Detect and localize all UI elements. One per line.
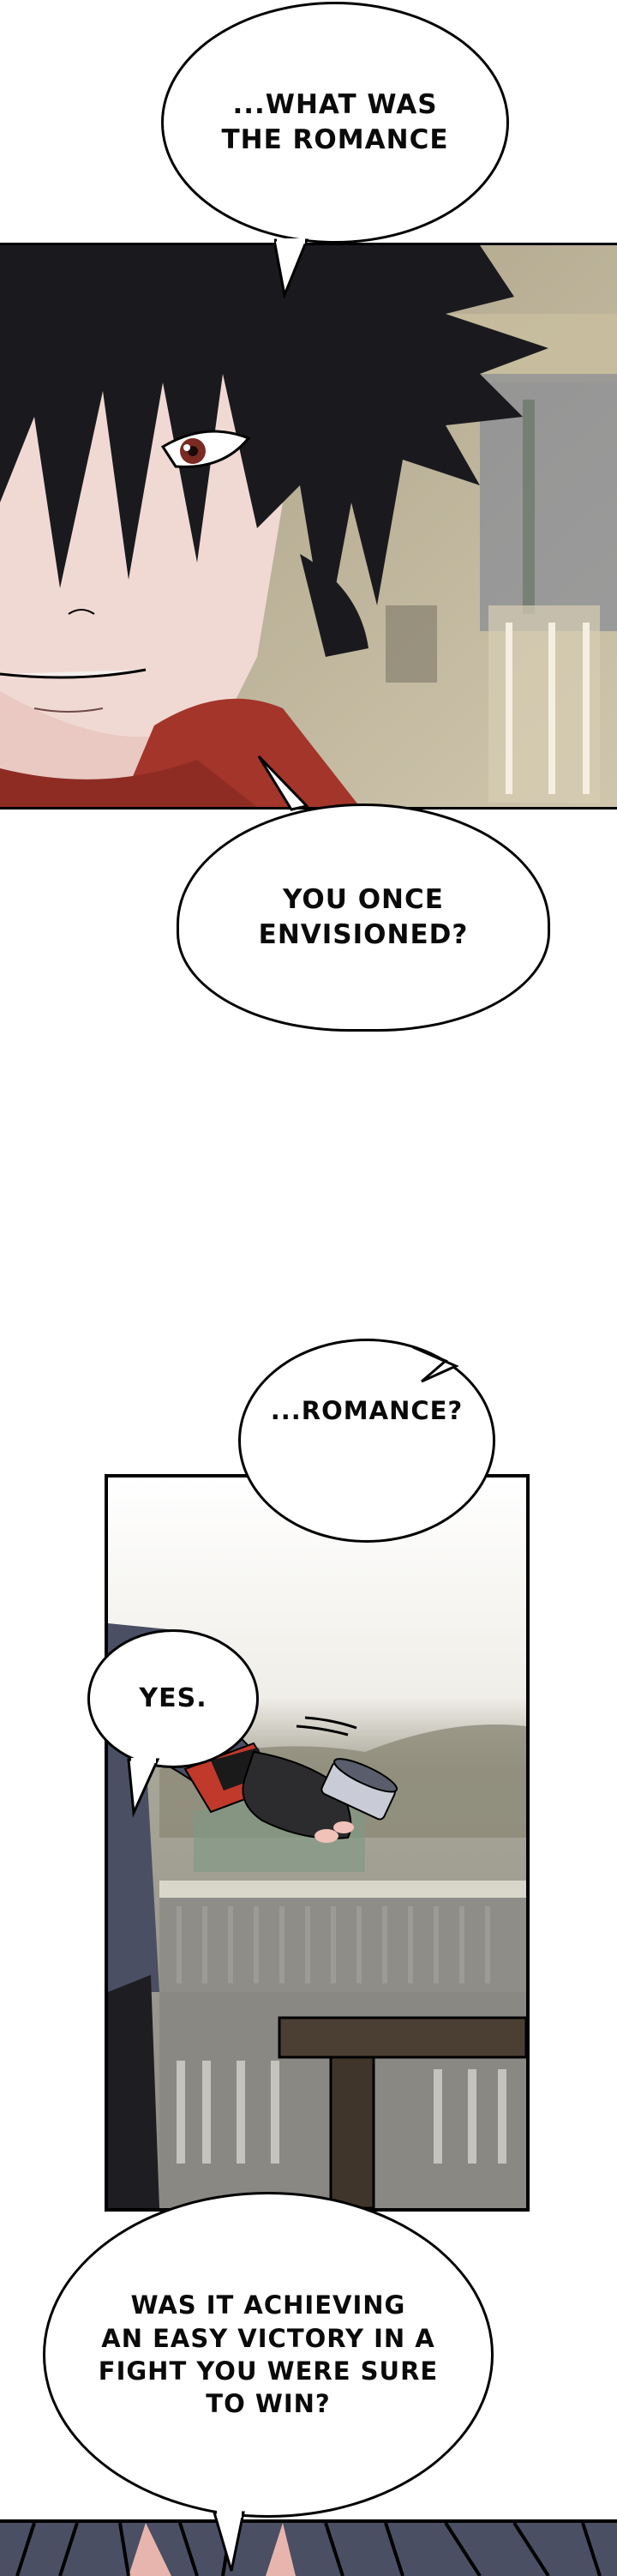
speech-bubble-you-once: YOU ONCE ENVISIONED? <box>177 803 550 1032</box>
bubble-tail <box>412 1345 459 1383</box>
panel-face-closeup <box>0 243 617 810</box>
bubble-tail <box>257 755 308 811</box>
speech-bubble-easy-victory: WAS IT ACHIEVING AN EASY VICTORY IN A FI… <box>43 2192 494 2518</box>
bubble-text: ...WHAT WAS THE ROMANCE <box>221 89 449 155</box>
bubble-text: ...ROMANCE? <box>270 1395 464 1425</box>
speech-bubble-romance: ...ROMANCE? <box>238 1339 495 1543</box>
hand-cup-illustration <box>108 1478 526 2208</box>
bubble-text: YOU ONCE ENVISIONED? <box>258 884 469 950</box>
hair-illustration <box>0 2523 617 2576</box>
bubble-text: WAS IT ACHIEVING AN EASY VICTORY IN A FI… <box>98 2290 439 2419</box>
panel-hand-cup <box>105 1474 530 2212</box>
speech-bubble-yes: YES. <box>87 1629 259 1768</box>
panel-hair-bottom <box>0 2519 617 2576</box>
speech-bubble-what-was: ...WHAT WAS THE ROMANCE <box>161 2 509 244</box>
bubble-tail <box>127 1758 160 1818</box>
bubble-tail <box>213 2511 245 2572</box>
face-closeup-illustration <box>0 245 617 807</box>
bubble-text: YES. <box>139 1683 207 1714</box>
bubble-tail <box>274 238 308 298</box>
